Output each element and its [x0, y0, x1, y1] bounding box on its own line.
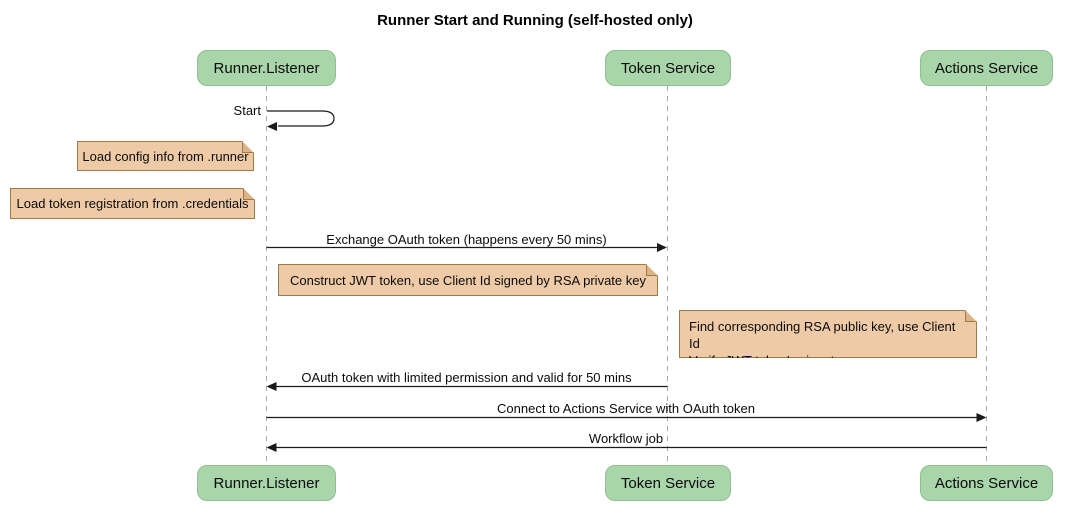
self-message-start-loop — [267, 110, 335, 127]
arrowhead-exchange-oauth — [657, 243, 667, 252]
arrowhead-oauth-return — [266, 382, 277, 391]
diagram-title: Runner Start and Running (self-hosted on… — [377, 12, 693, 29]
note-load-config: Load config info from .runner — [77, 141, 254, 171]
message-label-start: Start — [233, 103, 261, 118]
note-verify-jwt-line1: Find corresponding RSA public key, use C… — [689, 319, 956, 351]
arrowhead-workflow-job — [266, 443, 277, 452]
participant-token-service-bottom: Token Service — [605, 465, 731, 501]
note-load-config-text: Load config info from .runner — [82, 148, 249, 164]
note-construct-jwt: Construct JWT token, use Client Id signe… — [278, 264, 658, 296]
participant-runner-listener-top: Runner.Listener — [197, 50, 336, 86]
participant-token-service-top: Token Service — [605, 50, 731, 86]
participant-actions-service-bottom: Actions Service — [920, 465, 1053, 501]
message-label-oauth-return: OAuth token with limited permission and … — [301, 370, 632, 385]
participant-actions-service-top: Actions Service — [920, 50, 1053, 86]
note-load-token-registration-text: Load token registration from .credential… — [16, 196, 249, 211]
message-label-connect-actions: Connect to Actions Service with OAuth to… — [497, 401, 755, 416]
arrowhead-connect-actions — [976, 413, 987, 422]
message-label-exchange-oauth: Exchange OAuth token (happens every 50 m… — [326, 232, 607, 247]
note-construct-jwt-text: Construct JWT token, use Client Id signe… — [290, 272, 646, 288]
message-label-workflow-job: Workflow job — [588, 431, 664, 446]
self-message-start-arrowhead — [267, 122, 277, 131]
participant-runner-listener-bottom: Runner.Listener — [197, 465, 336, 501]
note-load-token-registration: Load token registration from .credential… — [10, 188, 255, 219]
note-verify-jwt: Find corresponding RSA public key, use C… — [679, 310, 977, 358]
